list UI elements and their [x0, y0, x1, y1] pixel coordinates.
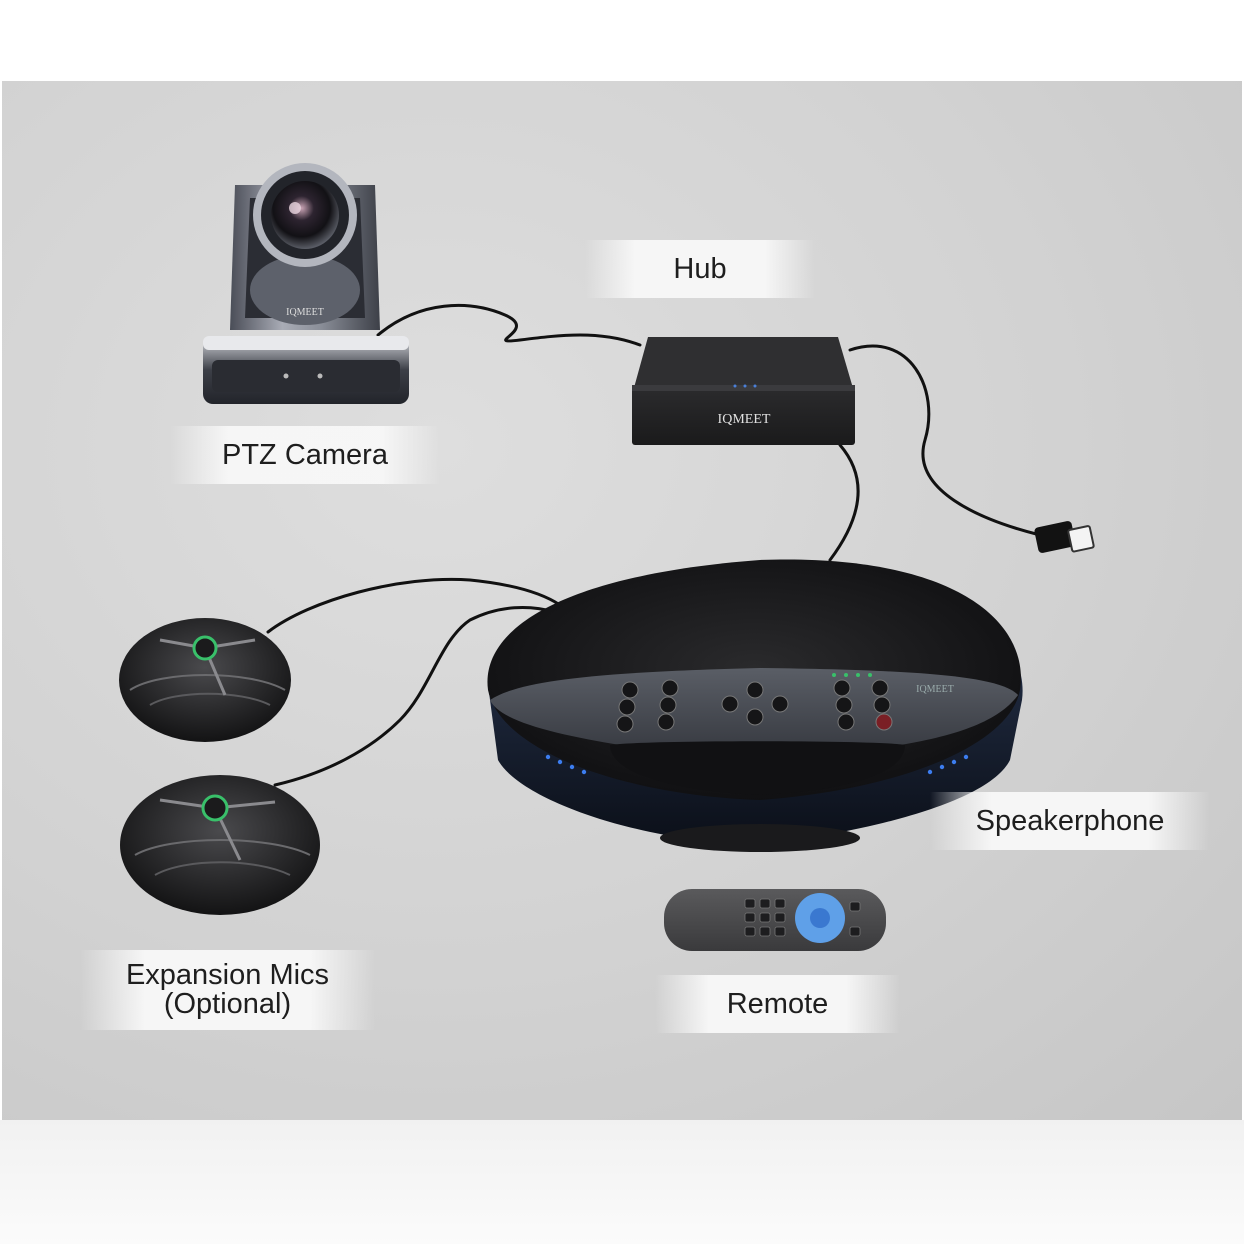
remote-control	[664, 889, 886, 951]
dialpad-left	[616, 679, 679, 733]
footer-band	[0, 1120, 1244, 1244]
mics-label-line1: Expansion Mics	[125, 959, 330, 991]
camera-logo: IQMEET	[286, 307, 324, 318]
hub-label-text: Hub	[673, 252, 727, 285]
mics-label-line2: (Optional)	[163, 988, 292, 1020]
status-leds	[832, 673, 872, 677]
ptz-camera: IQMEET	[203, 163, 409, 404]
function-keys	[833, 679, 893, 731]
expansion-mic-1	[119, 618, 291, 742]
camera-label: PTZ Camera	[170, 426, 440, 484]
speakerphone-label-text: Speakerphone	[975, 804, 1165, 837]
expansion-mic-2	[120, 775, 320, 915]
remote-label: Remote	[655, 975, 900, 1033]
hub-usb-cable	[848, 344, 1042, 537]
mic1-cable	[266, 577, 562, 634]
mics-label: Expansion Mics (Optional)	[80, 950, 375, 1030]
mic2-cable	[273, 605, 557, 787]
hub-device: IQMEET	[632, 337, 855, 445]
camera-cable	[376, 304, 642, 347]
camera-label-text: PTZ Camera	[222, 438, 388, 471]
speakerphone-label: Speakerphone	[930, 792, 1210, 850]
blue-leds-right	[927, 754, 969, 775]
speakerphone-device: IQMEET	[487, 559, 1023, 852]
remote-label-text: Remote	[726, 987, 829, 1020]
hub-label: Hub	[585, 240, 815, 298]
speaker-logo: IQMEET	[916, 684, 954, 695]
navigation-pad	[721, 681, 789, 726]
blue-leds-left	[545, 754, 587, 775]
hub-speaker-cable	[828, 443, 860, 562]
usb-plug-icon	[1034, 521, 1095, 553]
cables	[266, 304, 1042, 787]
hub-logo: IQMEET	[718, 412, 771, 427]
